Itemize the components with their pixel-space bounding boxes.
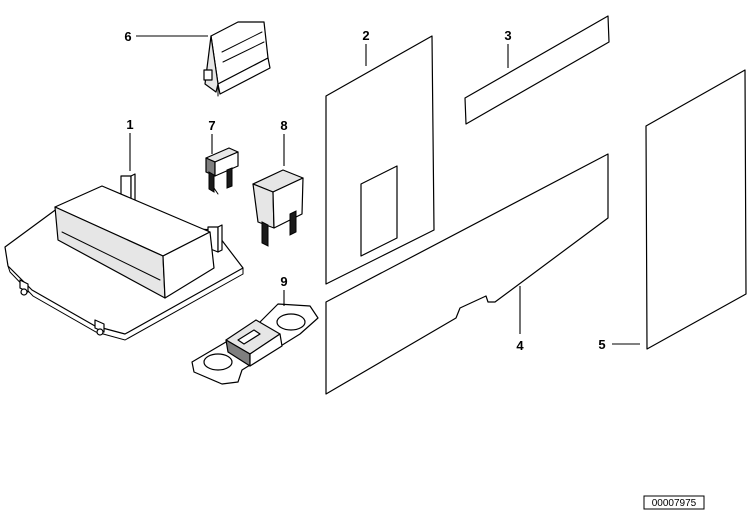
part-8-maxi-fuse[interactable] — [252, 169, 304, 247]
part-3-label-strip[interactable] — [464, 15, 610, 125]
part-7-blade-fuse[interactable] — [205, 147, 239, 195]
callout-7: 7 — [208, 118, 216, 154]
callout-3: 3 — [504, 28, 512, 68]
svg-text:5: 5 — [598, 337, 605, 352]
callout-9: 9 — [280, 274, 288, 306]
svg-text:8: 8 — [280, 118, 287, 133]
svg-text:00007975: 00007975 — [652, 498, 697, 509]
svg-text:1: 1 — [126, 117, 133, 132]
part-9-bolt-fuse[interactable] — [191, 303, 319, 385]
callout-4: 4 — [516, 286, 524, 353]
part-5-sheet[interactable] — [645, 69, 747, 350]
svg-text:9: 9 — [280, 274, 287, 289]
part-6-clip[interactable] — [203, 21, 271, 97]
svg-text:4: 4 — [516, 338, 524, 353]
svg-text:7: 7 — [208, 118, 215, 133]
part-4-panel[interactable] — [325, 153, 609, 395]
reference-number-label: 00007975 — [643, 495, 705, 510]
callout-6: 6 — [124, 29, 208, 44]
callout-2: 2 — [362, 28, 370, 66]
svg-text:2: 2 — [362, 28, 369, 43]
callout-5: 5 — [598, 337, 640, 352]
callout-1: 1 — [126, 117, 134, 171]
callout-8: 8 — [280, 118, 288, 166]
part-2-label-sheet[interactable] — [325, 35, 435, 285]
svg-text:6: 6 — [124, 29, 131, 44]
svg-text:3: 3 — [504, 28, 511, 43]
part-1-fuse-module[interactable] — [4, 173, 244, 341]
